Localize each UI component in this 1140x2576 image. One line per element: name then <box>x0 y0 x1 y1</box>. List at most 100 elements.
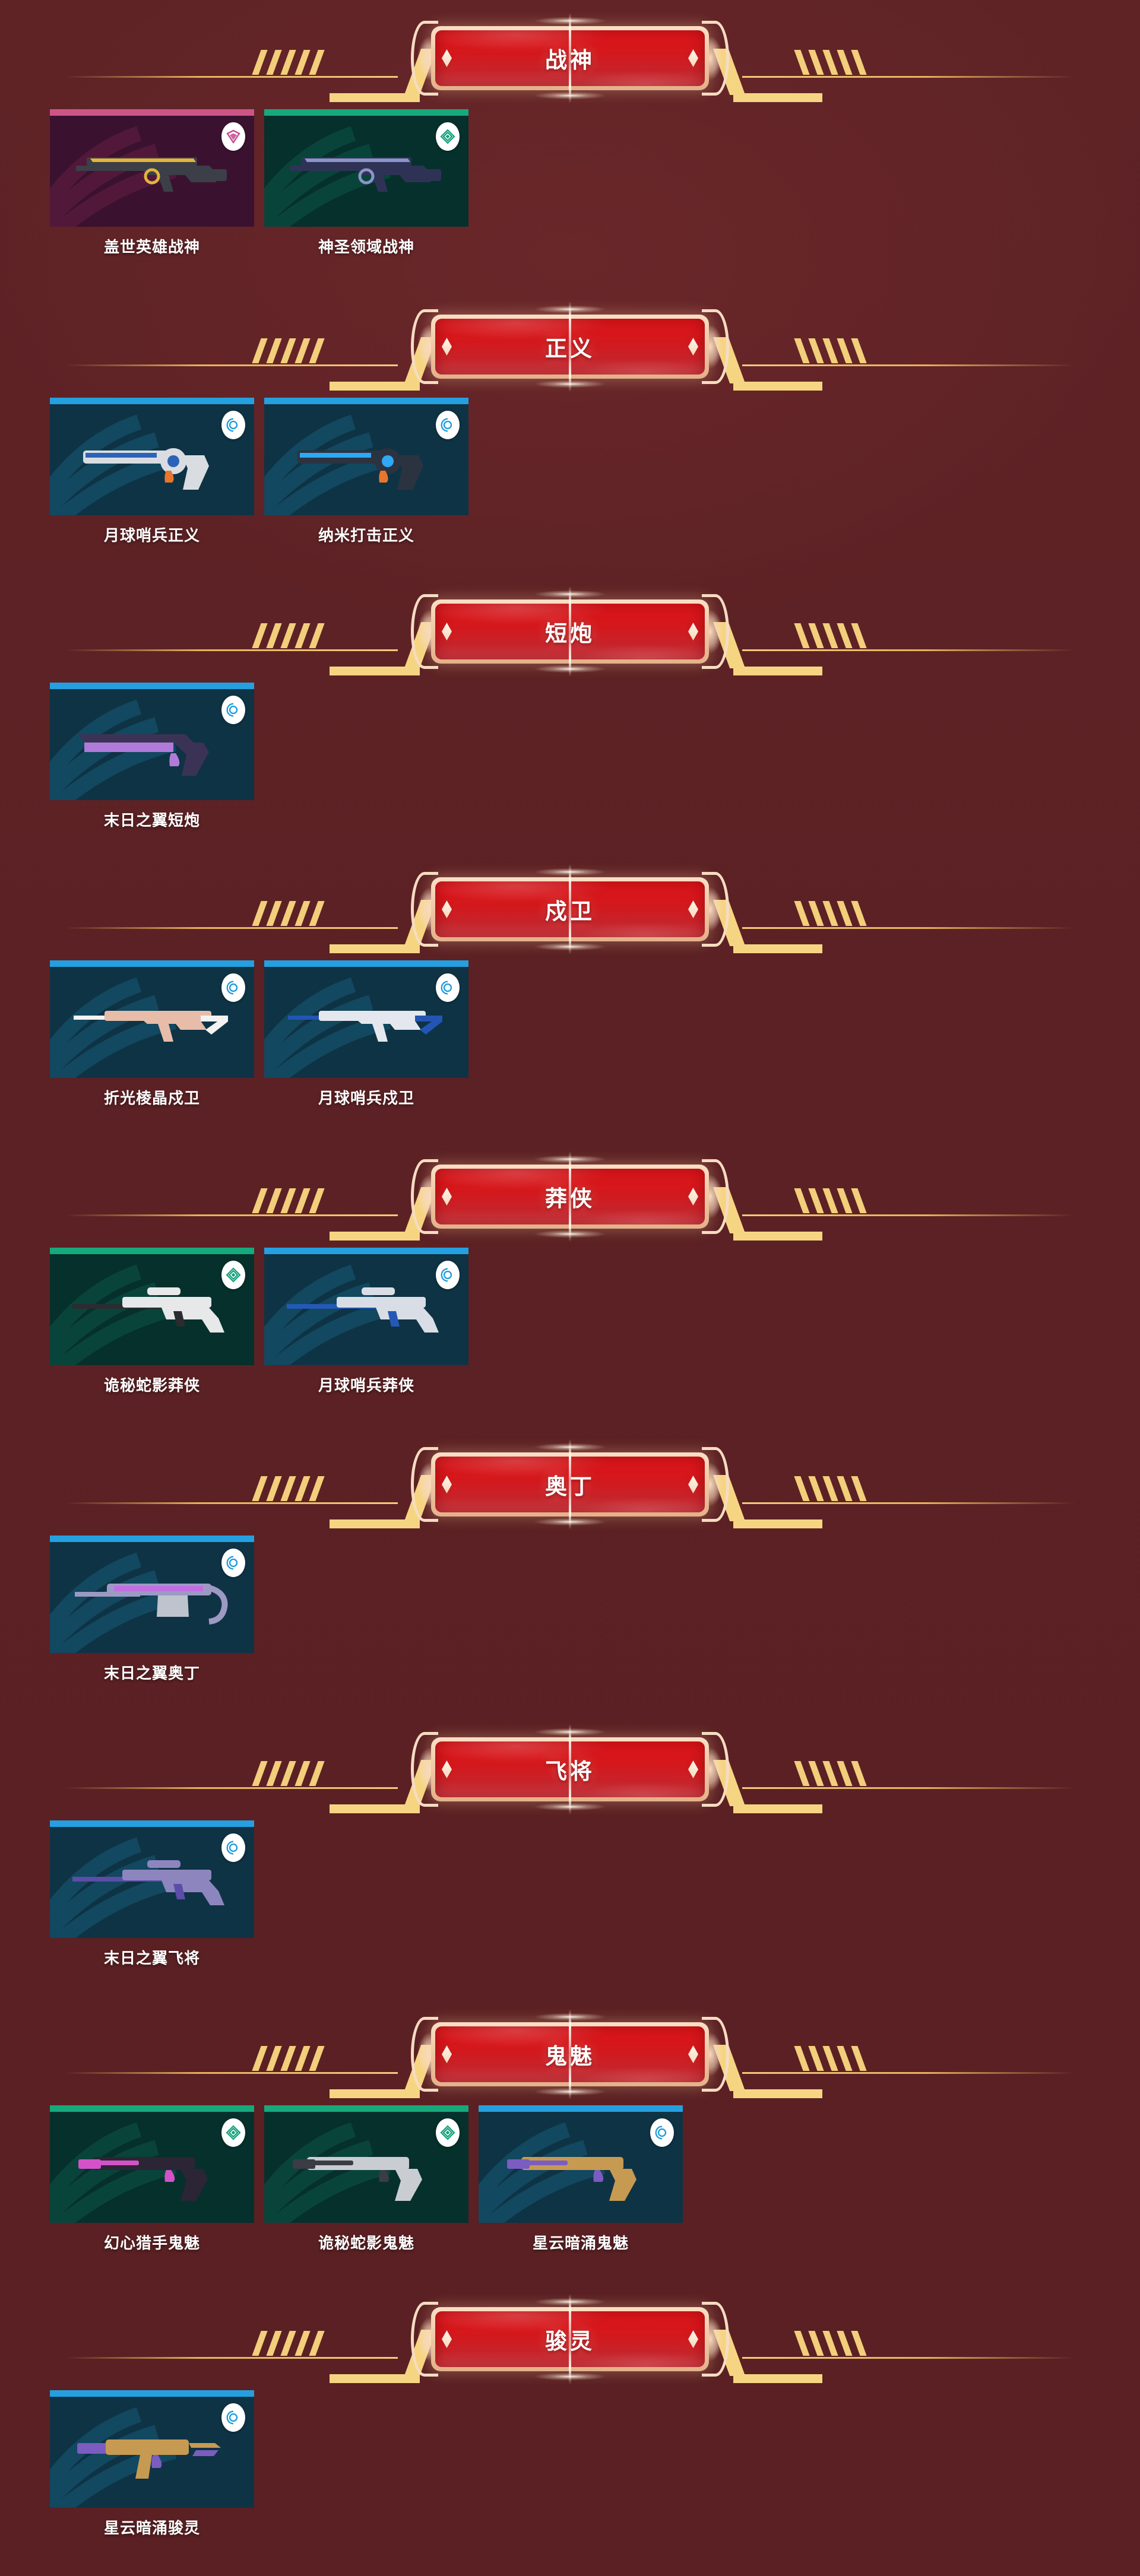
plaque-pip-left <box>442 900 452 918</box>
card-background-swirl <box>50 1827 254 1938</box>
weapon-thumbnail[interactable] <box>50 1248 254 1365</box>
weapon-card[interactable]: 神圣领域战神 <box>264 109 468 257</box>
plaque-light-shaft <box>569 586 571 677</box>
weapon-thumbnail[interactable] <box>50 960 254 1078</box>
rarity-tag <box>50 683 254 689</box>
weapon-name: 月球哨兵戍卫 <box>318 1089 414 1107</box>
plaque-sparkle-bottom <box>520 1797 620 1817</box>
weapon-art <box>50 2397 254 2508</box>
header-bracket-left <box>330 49 508 102</box>
plaque-wing-right <box>702 1159 729 1234</box>
plaque-pip-right <box>688 900 698 918</box>
weapon-skin-image <box>72 1287 224 1333</box>
currency-badge <box>221 1833 245 1862</box>
weapon-thumbnail[interactable] <box>50 109 254 227</box>
weapon-skin-image <box>288 1010 442 1042</box>
weapon-card[interactable]: 盖世英雄战神 <box>50 109 254 257</box>
plaque-wing-left <box>411 309 438 384</box>
category-header-band: 战神 <box>0 11 1140 106</box>
category-header-band: 戍卫 <box>0 862 1140 957</box>
weapon-name: 末日之翼奥丁 <box>103 1664 200 1682</box>
weapon-card[interactable]: 末日之翼飞将 <box>50 1820 254 1968</box>
plaque-sparkle-bottom <box>520 937 620 957</box>
weapon-card[interactable]: 末日之翼短炮 <box>50 683 254 830</box>
weapon-category-section: 飞将 末日之翼飞 <box>0 1722 1140 1967</box>
category-title: 短炮 <box>545 621 595 646</box>
plaque-wing-right <box>702 2017 729 2092</box>
weapon-name: 神圣领域战神 <box>318 238 414 256</box>
weapon-card[interactable]: 诡秘蛇影莽侠 <box>50 1248 254 1395</box>
weapon-thumbnail[interactable] <box>50 2390 254 2508</box>
weapon-card-grid: 盖世英雄战神 <box>50 109 468 257</box>
header-bracket-left <box>330 1187 508 1241</box>
header-hatch-left <box>252 901 325 926</box>
category-header-band: 飞将 <box>0 1722 1140 1817</box>
plaque-sparkle-bottom <box>520 374 620 394</box>
weapon-art <box>264 404 468 515</box>
header-hatch-left <box>252 1476 325 1501</box>
header-bracket-right <box>644 900 822 953</box>
header-bracket-left <box>330 2330 508 2383</box>
rarity-tag <box>50 2105 254 2112</box>
weapon-art <box>50 1254 254 1365</box>
header-rule-right <box>742 2072 1075 2074</box>
weapon-card[interactable]: 月球哨兵戍卫 <box>264 960 468 1108</box>
weapon-card[interactable]: 末日之翼奥丁 <box>50 1536 254 1683</box>
plaque-pip-right <box>688 338 698 356</box>
weapon-card[interactable]: 星云暗涌鬼魅 <box>479 2105 683 2253</box>
weapon-name: 诡秘蛇影莽侠 <box>103 1376 200 1394</box>
category-title: 正义 <box>545 337 595 361</box>
plaque-sparkle-top <box>520 862 620 882</box>
plaque-wing-right <box>702 594 729 669</box>
category-title: 鬼魅 <box>545 2044 595 2069</box>
currency-badge <box>221 1549 245 1577</box>
header-rule-left <box>65 364 398 366</box>
header-rule-right <box>742 649 1075 651</box>
plaque-wing-left <box>411 594 438 669</box>
header-rule-left <box>65 1787 398 1789</box>
weapon-thumbnail[interactable] <box>264 960 468 1078</box>
plaque-light-shaft <box>569 1151 571 1242</box>
header-rule-left <box>65 927 398 929</box>
weapon-card[interactable]: 纳米打击正义 <box>264 398 468 545</box>
weapon-category-section: 战神 <box>0 11 1140 256</box>
weapon-art <box>264 967 468 1078</box>
weapon-thumbnail[interactable] <box>50 1536 254 1653</box>
weapon-thumbnail[interactable] <box>50 683 254 800</box>
weapon-card[interactable]: 诡秘蛇影鬼魅 <box>264 2105 468 2253</box>
card-background-swirl <box>264 1254 468 1365</box>
header-bracket-right <box>644 1187 822 1241</box>
header-rule-right <box>742 1214 1075 1216</box>
weapon-thumbnail[interactable] <box>50 2105 254 2223</box>
header-rule-right <box>742 76 1075 78</box>
weapon-category-section: 正义 <box>0 299 1140 544</box>
rarity-tag <box>264 1248 468 1254</box>
weapon-card[interactable]: 月球哨兵莽侠 <box>264 1248 468 1395</box>
kingdom-credits-icon <box>440 2125 455 2140</box>
weapon-card[interactable]: 月球哨兵正义 <box>50 398 254 545</box>
header-bracket-right <box>644 49 822 102</box>
plaque-sparkle-top <box>520 584 620 604</box>
weapon-skin-image <box>507 2156 636 2201</box>
radianite-icon <box>655 2125 669 2140</box>
currency-badge <box>221 2118 245 2147</box>
weapon-card[interactable]: 星云暗涌骏灵 <box>50 2390 254 2538</box>
weapon-card[interactable]: 折光棱晶戍卫 <box>50 960 254 1108</box>
weapon-art <box>50 116 254 227</box>
weapon-thumbnail[interactable] <box>50 398 254 515</box>
weapon-name: 月球哨兵正义 <box>103 526 200 544</box>
weapon-thumbnail[interactable] <box>264 1248 468 1365</box>
weapon-thumbnail[interactable] <box>264 398 468 515</box>
weapon-art <box>264 116 468 227</box>
weapon-thumbnail[interactable] <box>50 1820 254 1938</box>
header-bracket-left <box>330 622 508 675</box>
category-header-band: 奥丁 <box>0 1437 1140 1532</box>
radianite-icon <box>226 981 240 995</box>
weapon-thumbnail[interactable] <box>264 109 468 227</box>
header-bracket-right <box>644 337 822 391</box>
category-title-plaque: 莽侠 <box>411 1149 729 1244</box>
weapon-card[interactable]: 幻心猎手鬼魅 <box>50 2105 254 2253</box>
weapon-thumbnail[interactable] <box>479 2105 683 2223</box>
radianite-icon <box>226 703 240 717</box>
weapon-thumbnail[interactable] <box>264 2105 468 2223</box>
